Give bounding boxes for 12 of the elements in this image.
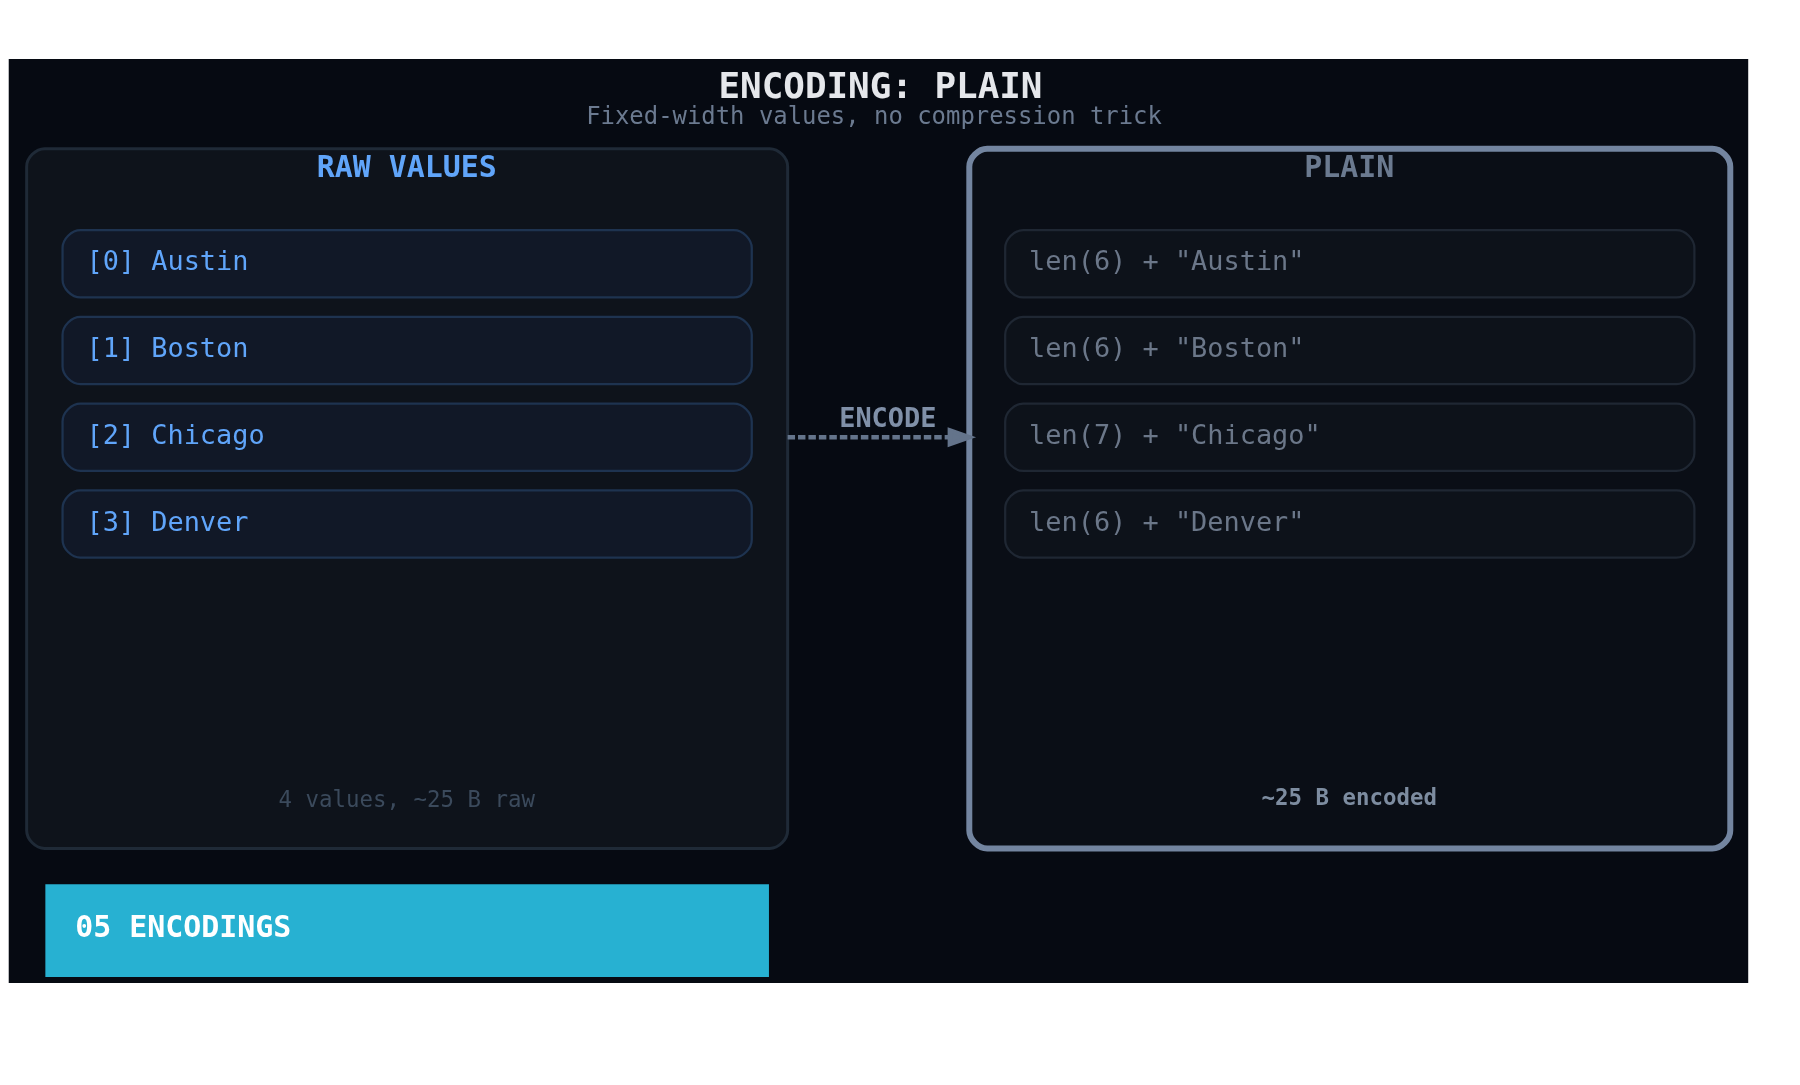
edge-label: ENCODE	[839, 402, 937, 434]
node-box: [0] Austin	[61, 229, 753, 299]
label: 05 ENCODINGS	[75, 908, 292, 944]
node-box: [3] Denver	[61, 489, 753, 559]
caption: Fixed-width values, no compression trick	[586, 102, 1162, 131]
arrow	[787, 427, 977, 448]
node-box: len(7) + "Chicago"	[1004, 402, 1696, 472]
node-box: len(6) + "Austin"	[1004, 229, 1696, 299]
node-box: [1] Boston	[61, 315, 753, 386]
node-box: [2] Chicago	[61, 402, 753, 472]
node-box: len(6) + "Boston"	[1004, 315, 1696, 386]
node-box: len(6) + "Denver"	[1004, 489, 1696, 559]
